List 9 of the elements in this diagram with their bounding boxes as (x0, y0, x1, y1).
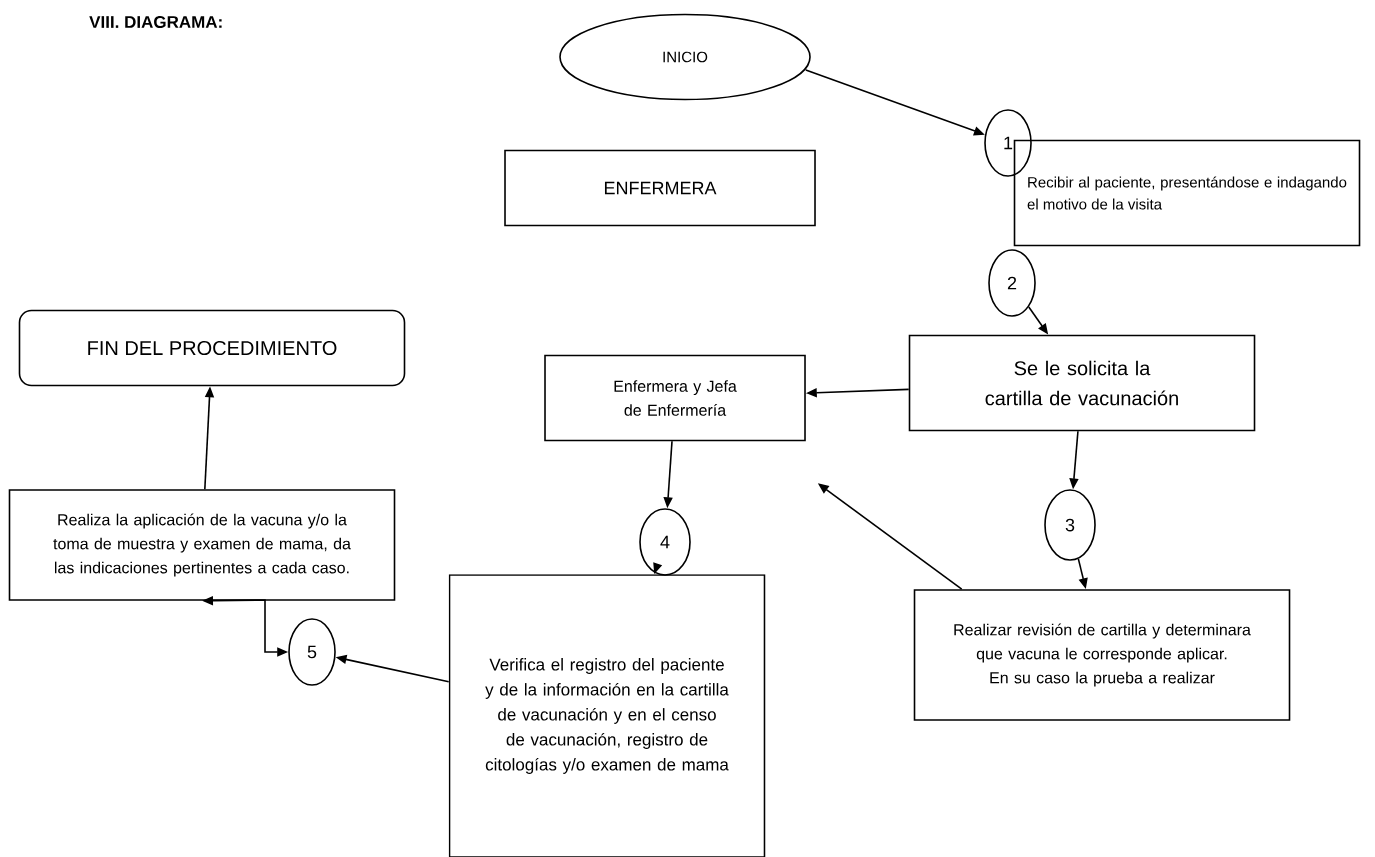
process-box: Realizar revisión de cartilla y determinara que vacuna le corresponde aplicar. En su caso la prueba a realizar (913, 589, 1291, 721)
process-box: Realiza la aplicación de la vacuna y/o la toma de muestra y examen de mama, da las indicaciones pertinentes a cada caso. (8, 489, 396, 601)
role-box: ENFERMERA (504, 149, 816, 227)
end-box: FIN DEL PROCEDIMIENTO (18, 309, 406, 387)
process-box: Se le solicita la cartilla de vacunación (908, 334, 1256, 432)
process-box: Recibir al paciente, presentándose e indagando el motivo de la visita (1013, 139, 1361, 247)
role-box: Enfermera y Jefa de Enfermería (544, 354, 806, 442)
process-box: Verifica el registro del paciente y de la información en la cartilla de vacunación y en el censo de vacunación, registro de citologías y/o examen de mama (448, 574, 766, 857)
heading: VIII. DIAGRAMA: (89, 16, 222, 29)
